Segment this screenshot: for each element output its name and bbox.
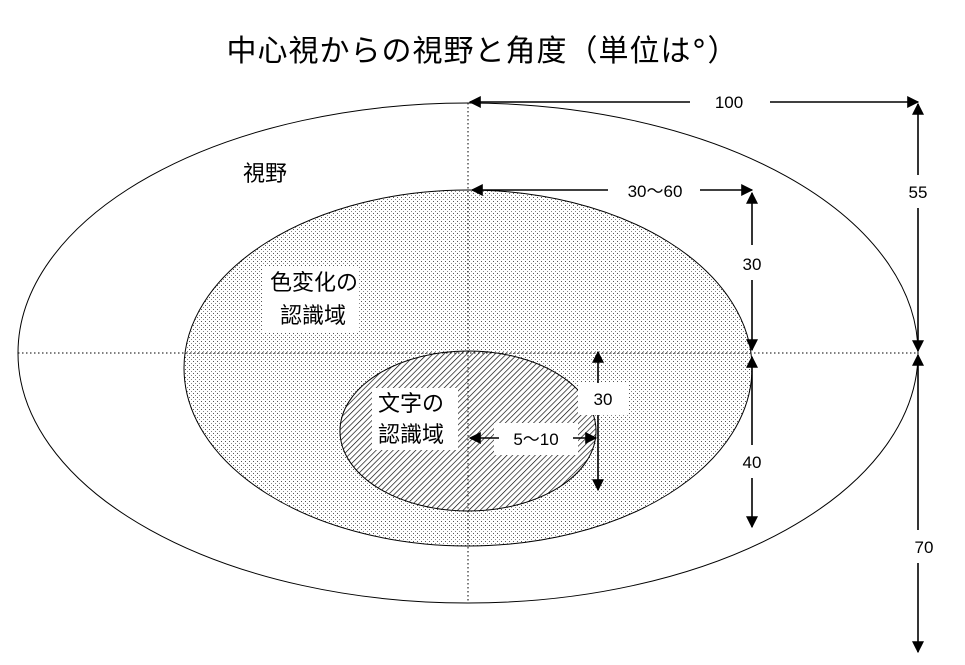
label-color-30: 30 xyxy=(743,255,762,274)
label-text-line1: 文字の xyxy=(378,392,444,417)
label-color-40: 40 xyxy=(743,453,762,472)
label-color-line2: 認識域 xyxy=(280,304,346,329)
label-color-line1: 色変化の xyxy=(270,271,358,296)
label-5-10: 5〜10 xyxy=(513,430,558,449)
label-text-30: 30 xyxy=(594,390,613,409)
label-visual-field: 視野 xyxy=(243,162,287,187)
label-color-bg xyxy=(262,266,358,332)
label-30-60: 30〜60 xyxy=(628,182,683,201)
label-text-bg xyxy=(372,388,458,450)
label-text-line2: 認識域 xyxy=(378,423,444,448)
label-100: 100 xyxy=(715,93,743,112)
label-text-30-bg xyxy=(578,383,628,415)
page-title: 中心視からの視野と角度（単位は°） xyxy=(226,34,739,69)
label-70: 70 xyxy=(915,538,934,557)
label-55: 55 xyxy=(909,183,928,202)
label-5-10-inner xyxy=(499,425,573,451)
